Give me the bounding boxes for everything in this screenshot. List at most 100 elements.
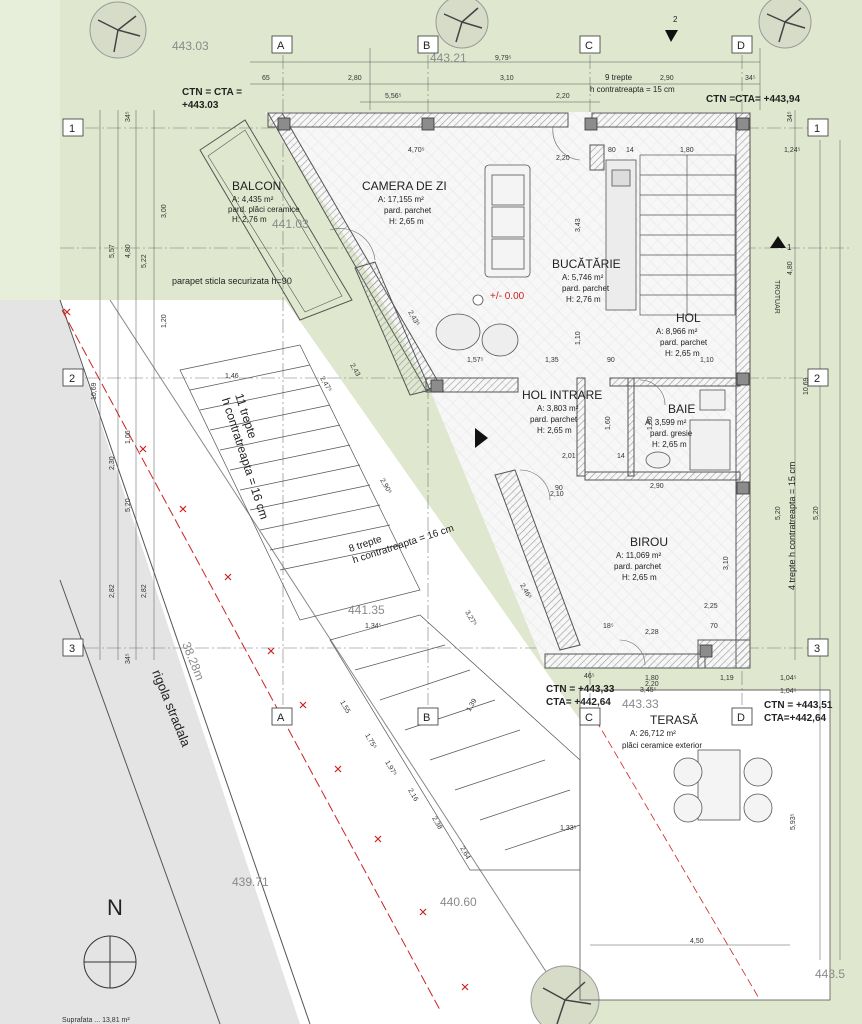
road-edges [59, 299, 581, 1024]
stairs-right: 4 trepte h contratreapta = 15 cm [787, 462, 797, 590]
room-area-hol-intrare: A: 3,803 m² [537, 404, 579, 413]
doors [329, 126, 666, 666]
dim-top-10: 80 [608, 147, 616, 154]
grid-row-1-right: 1 [814, 123, 820, 135]
entrance-arrow [475, 428, 488, 448]
grid-bubbles [62, 35, 829, 726]
room-floor-terasa: plăci ceramice exterior [622, 741, 702, 750]
room-birou: BIROU A: 11,069 m² pard. parchet H: 2,65… [614, 535, 668, 582]
room-name-birou: BIROU [630, 535, 668, 549]
dim-right-3: 5,20 [813, 506, 820, 520]
dim-inner-10: 90 [555, 485, 563, 492]
room-name-camera: CAMERA DE ZI [362, 179, 447, 193]
parapet-label: parapet sticla securizata h=90 [172, 276, 292, 286]
dim-inner-5: 1,57⁵ [467, 357, 484, 364]
property-line [61, 308, 761, 1011]
dim-inner-0: 3,43 [575, 218, 582, 232]
room-hol-intrare: HOL INTRARE A: 3,803 m² pard. parchet H:… [522, 388, 602, 435]
dim-inner-13: 3,10 [723, 556, 730, 570]
room-camera: CAMERA DE ZI A: 17,155 m² pard. parchet … [362, 179, 447, 226]
dim-top-4: 2,90 [660, 75, 674, 82]
dim-left-12: 34⁵ [125, 111, 132, 122]
elev-443-03: 443.03 [172, 39, 209, 53]
dim-inner-15: 2,28 [645, 629, 659, 636]
dim-left-11: 34⁵ [125, 653, 132, 664]
dim-left-8: 5,20 [125, 498, 132, 512]
dim-inner-3: 90 [607, 357, 615, 364]
room-floor-camera: pard. parchet [384, 206, 432, 215]
grid-col-a-top: A [277, 40, 285, 52]
grid-row-1-left: 1 [69, 123, 75, 135]
dim-right-1: 10,69 [803, 377, 810, 395]
stairs-left [179, 344, 421, 621]
tree-top-left [89, 1, 147, 59]
dim-left-7: 1,06 [125, 430, 132, 444]
bathroom-fixtures [645, 389, 731, 471]
stairs-top-2: h contratreapta = 15 cm [590, 85, 675, 94]
dim-inner-20: 1,80 [645, 675, 659, 682]
dim-right-4: 34⁵ [787, 111, 794, 122]
level-top-left-1: CTN = CTA = [182, 87, 242, 98]
dim-inner-1: 1,10 [575, 331, 582, 345]
dim-inner-37: 4,50 [690, 938, 704, 945]
dim-right-6: 1,04⁵ [780, 688, 797, 695]
dim-inner-18: 46⁵ [584, 673, 595, 680]
dim-left-10: 2,82 [141, 584, 148, 598]
section-marks: 2 1 [665, 15, 792, 252]
elev-443-33: 443.33 [622, 697, 659, 711]
dim-top-12: 1,80 [680, 147, 694, 154]
dims-top: 9,79⁵ 65 2,80 3,10 2,90 34⁵ 5,56⁵ 2,20 2… [262, 55, 801, 162]
armchairs [435, 294, 519, 357]
dim-inner-38: 1,34⁵ [365, 623, 382, 630]
dim-right-7: 1,19 [720, 675, 734, 682]
elev-443-21: 443.21 [430, 51, 467, 65]
room-floor-birou: pard. parchet [614, 562, 662, 571]
room-floor-bucatarie: pard. parchet [562, 284, 610, 293]
balcony [199, 119, 353, 321]
dim-inner-21: 2,20 [645, 681, 659, 688]
room-name-terasa: TERASĂ [650, 712, 698, 727]
dim-inner-36: 1,33⁵ [560, 825, 577, 832]
tree-top-mid [435, 0, 489, 49]
grid-row-2-right: 2 [814, 373, 820, 385]
dim-top-1: 65 [262, 75, 270, 82]
dim-top-7: 2,20 [556, 93, 570, 100]
sofa [484, 164, 531, 278]
dim-left-5: 1,20 [161, 314, 168, 328]
grid-col-a-bottom: A [277, 712, 285, 724]
room-height-baie: H: 2,65 m [652, 440, 687, 449]
room-name-hol: HOL [676, 311, 701, 325]
kitchen-counter [605, 159, 637, 311]
dim-inner-16: 70 [710, 623, 718, 630]
dim-inner-9: 14 [617, 453, 625, 460]
dim-inner-22: 1,46 [225, 373, 239, 380]
room-height-balcon: H: 2,76 m [232, 215, 267, 224]
room-area-birou: A: 11,069 m² [616, 551, 662, 560]
room-balcon: BALCON A: 4,435 m² pard. plăci ceramice … [228, 179, 300, 224]
room-name-baie: BAIE [668, 402, 695, 416]
level-bottom-c-2: CTA= +442,64 [546, 697, 611, 708]
dim-inner-8: 2,01 [562, 453, 576, 460]
room-height-hol-intrare: H: 2,65 m [537, 426, 572, 435]
dim-top-0: 9,79⁵ [495, 55, 512, 62]
room-name-hol-intrare: HOL INTRARE [522, 388, 602, 402]
grid-col-c-top: C [585, 40, 593, 52]
columns [277, 117, 750, 658]
stairs-top-1: 9 trepte [605, 73, 633, 82]
dim-inner-12: 2,90 [650, 483, 664, 490]
dim-inner-7: 1,80 [647, 416, 654, 430]
dim-inner-4: 1,10 [700, 357, 714, 364]
room-area-baie: A: 3,599 m² [645, 418, 687, 427]
dim-left-4: 3,00 [161, 204, 168, 218]
stairs-internal [639, 154, 736, 316]
room-height-hol: H: 2,65 m [665, 349, 700, 358]
room-area-camera: A: 17,155 m² [378, 195, 424, 204]
room-bucatarie: BUCĂTĂRIE A: 5,746 m² pard. parchet H: 2… [552, 256, 621, 304]
room-area-bucatarie: A: 5,746 m² [562, 273, 604, 282]
dim-inner-2: 1,35 [545, 357, 559, 364]
dim-right-5: 1,04⁵ [780, 675, 797, 682]
room-floor-baie: pard. gresie [650, 429, 693, 438]
room-height-bucatarie: H: 2,76 m [566, 295, 601, 304]
elev-441-03: 441.03 [272, 217, 309, 231]
dim-left-6: 2,30 [109, 456, 116, 470]
